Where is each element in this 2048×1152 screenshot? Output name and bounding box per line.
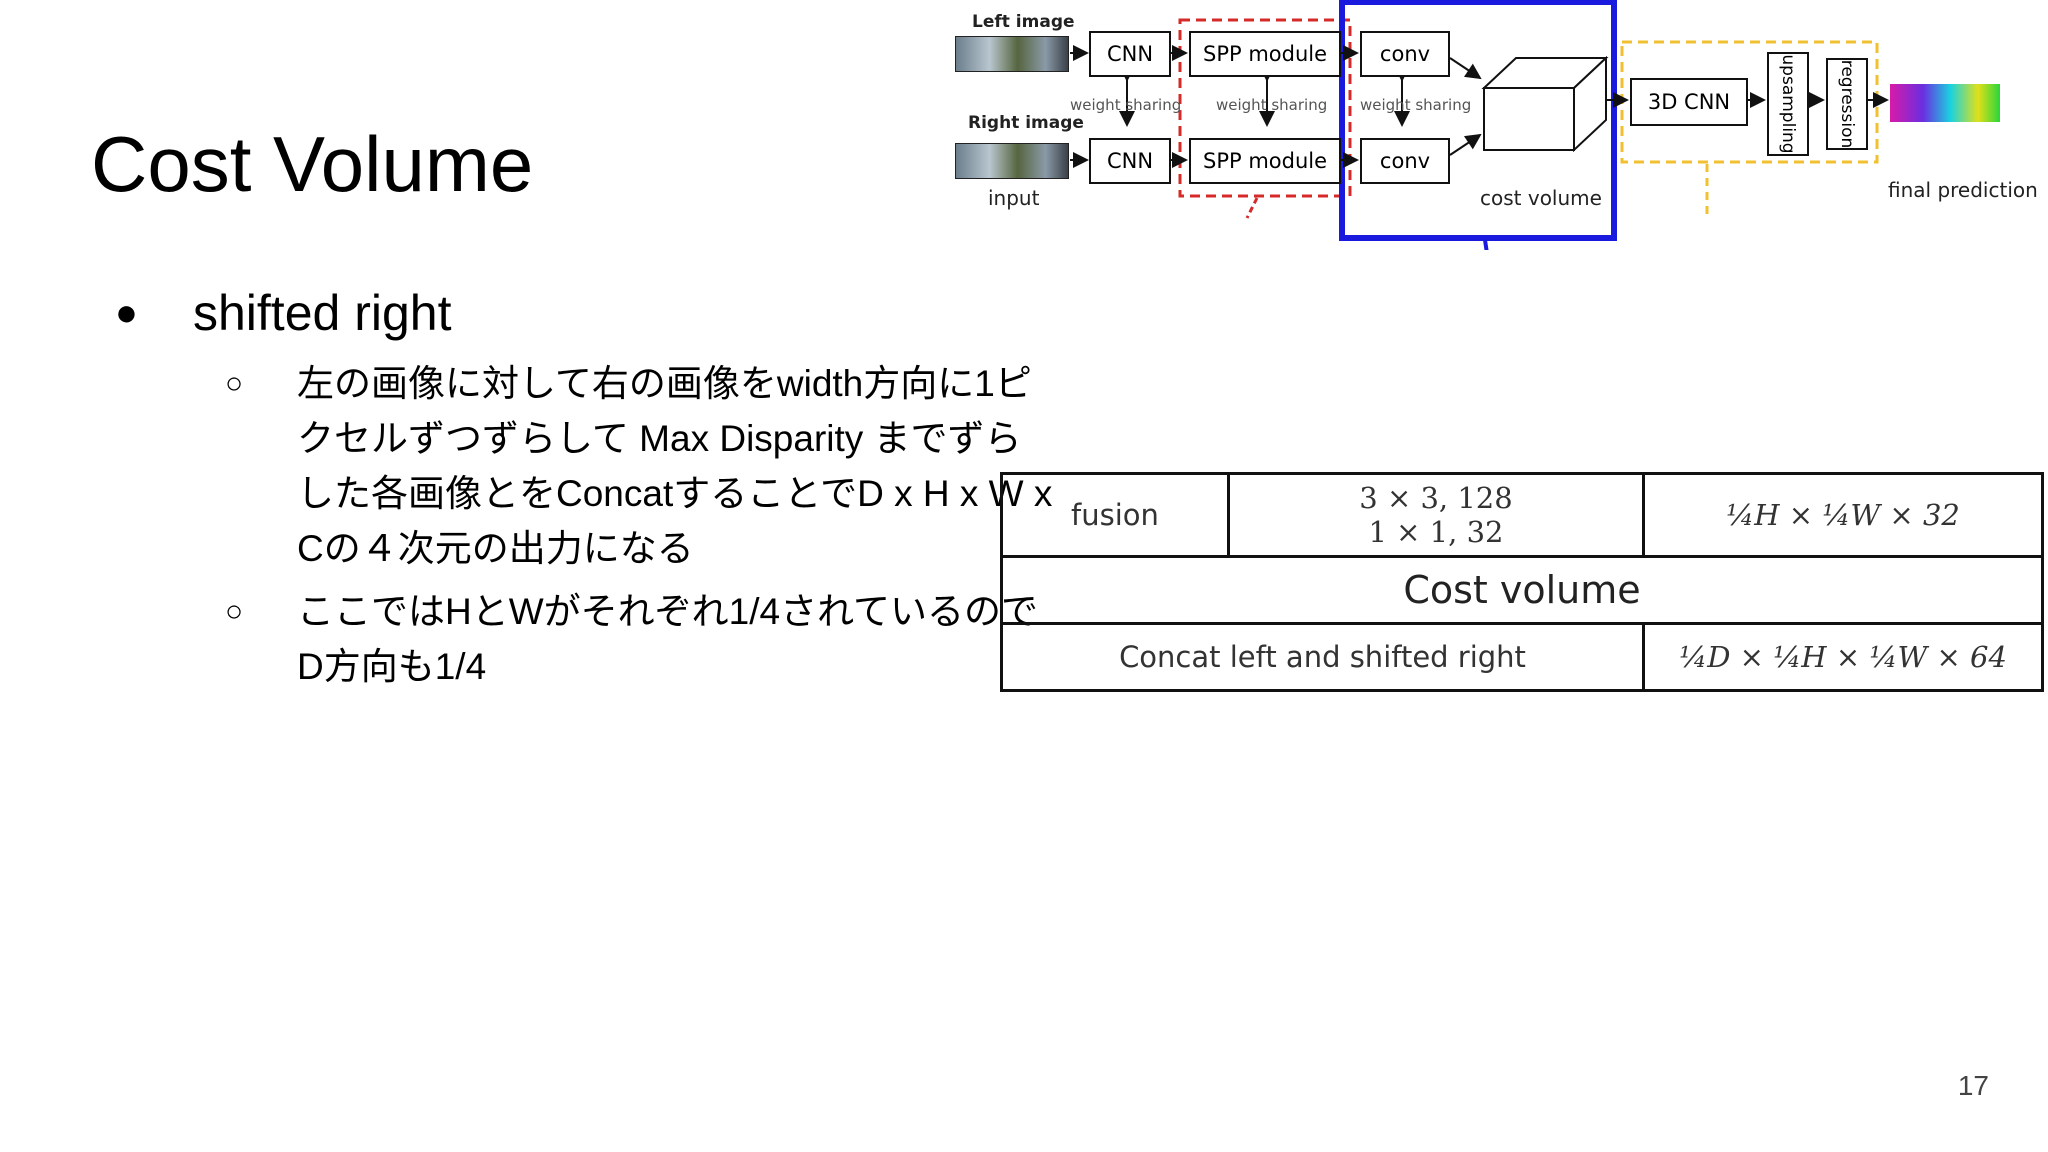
concat-desc-cell: Concat left and shifted right (1000, 622, 1645, 692)
page-number: 17 (1957, 1070, 1989, 1101)
sub-bullet-item: ○ ここではHとWがそれぞれ1/4されているのでD方向も1/4 (115, 584, 1057, 694)
cost-volume-label: cost volume (1480, 186, 1602, 210)
cost-volume-cube-icon (1481, 55, 1609, 153)
fusion-dims-cell: 3 × 3, 128 1 × 1, 32 (1227, 472, 1645, 558)
upsampling-box: upsampling (1767, 52, 1809, 156)
conv-box-top: conv (1360, 31, 1450, 77)
regression-box: regression (1826, 58, 1868, 150)
right-image-label: Right image (968, 113, 1084, 133)
cost-volume-header-cell: Cost volume (1000, 555, 2044, 625)
bullet-text: shifted right (193, 285, 452, 341)
bullet-item: ● shifted right (115, 278, 955, 348)
sub-bullet-circle-icon: ○ (225, 367, 244, 400)
left-image-thumbnail (955, 36, 1069, 72)
cnn-box-bottom: CNN (1089, 138, 1171, 184)
concat-output-cell: ¼D × ¼H × ¼W × 64 (1642, 622, 2044, 692)
cnn3d-box: 3D CNN (1630, 78, 1748, 126)
conv-box-bottom: conv (1360, 138, 1450, 184)
fusion-output-cell: ¼H × ¼W × 32 (1642, 472, 2044, 558)
input-label: input (988, 186, 1040, 210)
slide-title: Cost Volume (91, 120, 534, 208)
weight-sharing-label: weight sharing (1070, 96, 1182, 114)
highlight-arrow (1483, 239, 1489, 250)
diagram-connectors (1070, 0, 1889, 250)
spp-box-bottom: SPP module (1189, 138, 1341, 184)
bullet-list: ● shifted right ○ 左の画像に対して右の画像をwidth方向に1… (115, 278, 1052, 694)
final-prediction-label: final prediction (1888, 178, 2038, 202)
weight-sharing-label: weight sharing (1216, 96, 1328, 114)
left-image-label: Left image (972, 12, 1075, 32)
table-row: fusion 3 × 3, 128 1 × 1, 32 ¼H × ¼W × 32 (1000, 472, 2044, 558)
sub-bullet-circle-icon: ○ (225, 595, 244, 628)
sub-bullet-item: ○ 左の画像に対して右の画像をwidth方向に1ピクセルずつずらして Max D… (115, 356, 1057, 576)
cnn-box-top: CNN (1089, 31, 1171, 77)
spp-box-top: SPP module (1189, 31, 1341, 77)
sub-bullet-text: ここではHとWがそれぞれ1/4されているのでD方向も1/4 (297, 591, 1038, 687)
fusion-cell: fusion (1000, 472, 1230, 558)
final-prediction-image (1890, 84, 2000, 122)
weight-sharing-label: weight sharing (1360, 96, 1472, 114)
table-row: Concat left and shifted right ¼D × ¼H × … (1000, 622, 2044, 692)
sub-bullet-text: 左の画像に対して右の画像をwidth方向に1ピクセルずつずらして Max Dis… (297, 363, 1053, 569)
highlight-box (1339, 0, 1617, 241)
right-image-thumbnail (955, 143, 1069, 179)
cost-volume-table: fusion 3 × 3, 128 1 × 1, 32 ¼H × ¼W × 32… (1000, 472, 2044, 692)
bullet-dot-icon: ● (115, 292, 138, 334)
architecture-diagram: Left image Right image input CNN CNN wei… (952, 0, 2048, 250)
spp-group-outline (1178, 18, 1352, 198)
table-row: Cost volume (1000, 555, 2044, 625)
